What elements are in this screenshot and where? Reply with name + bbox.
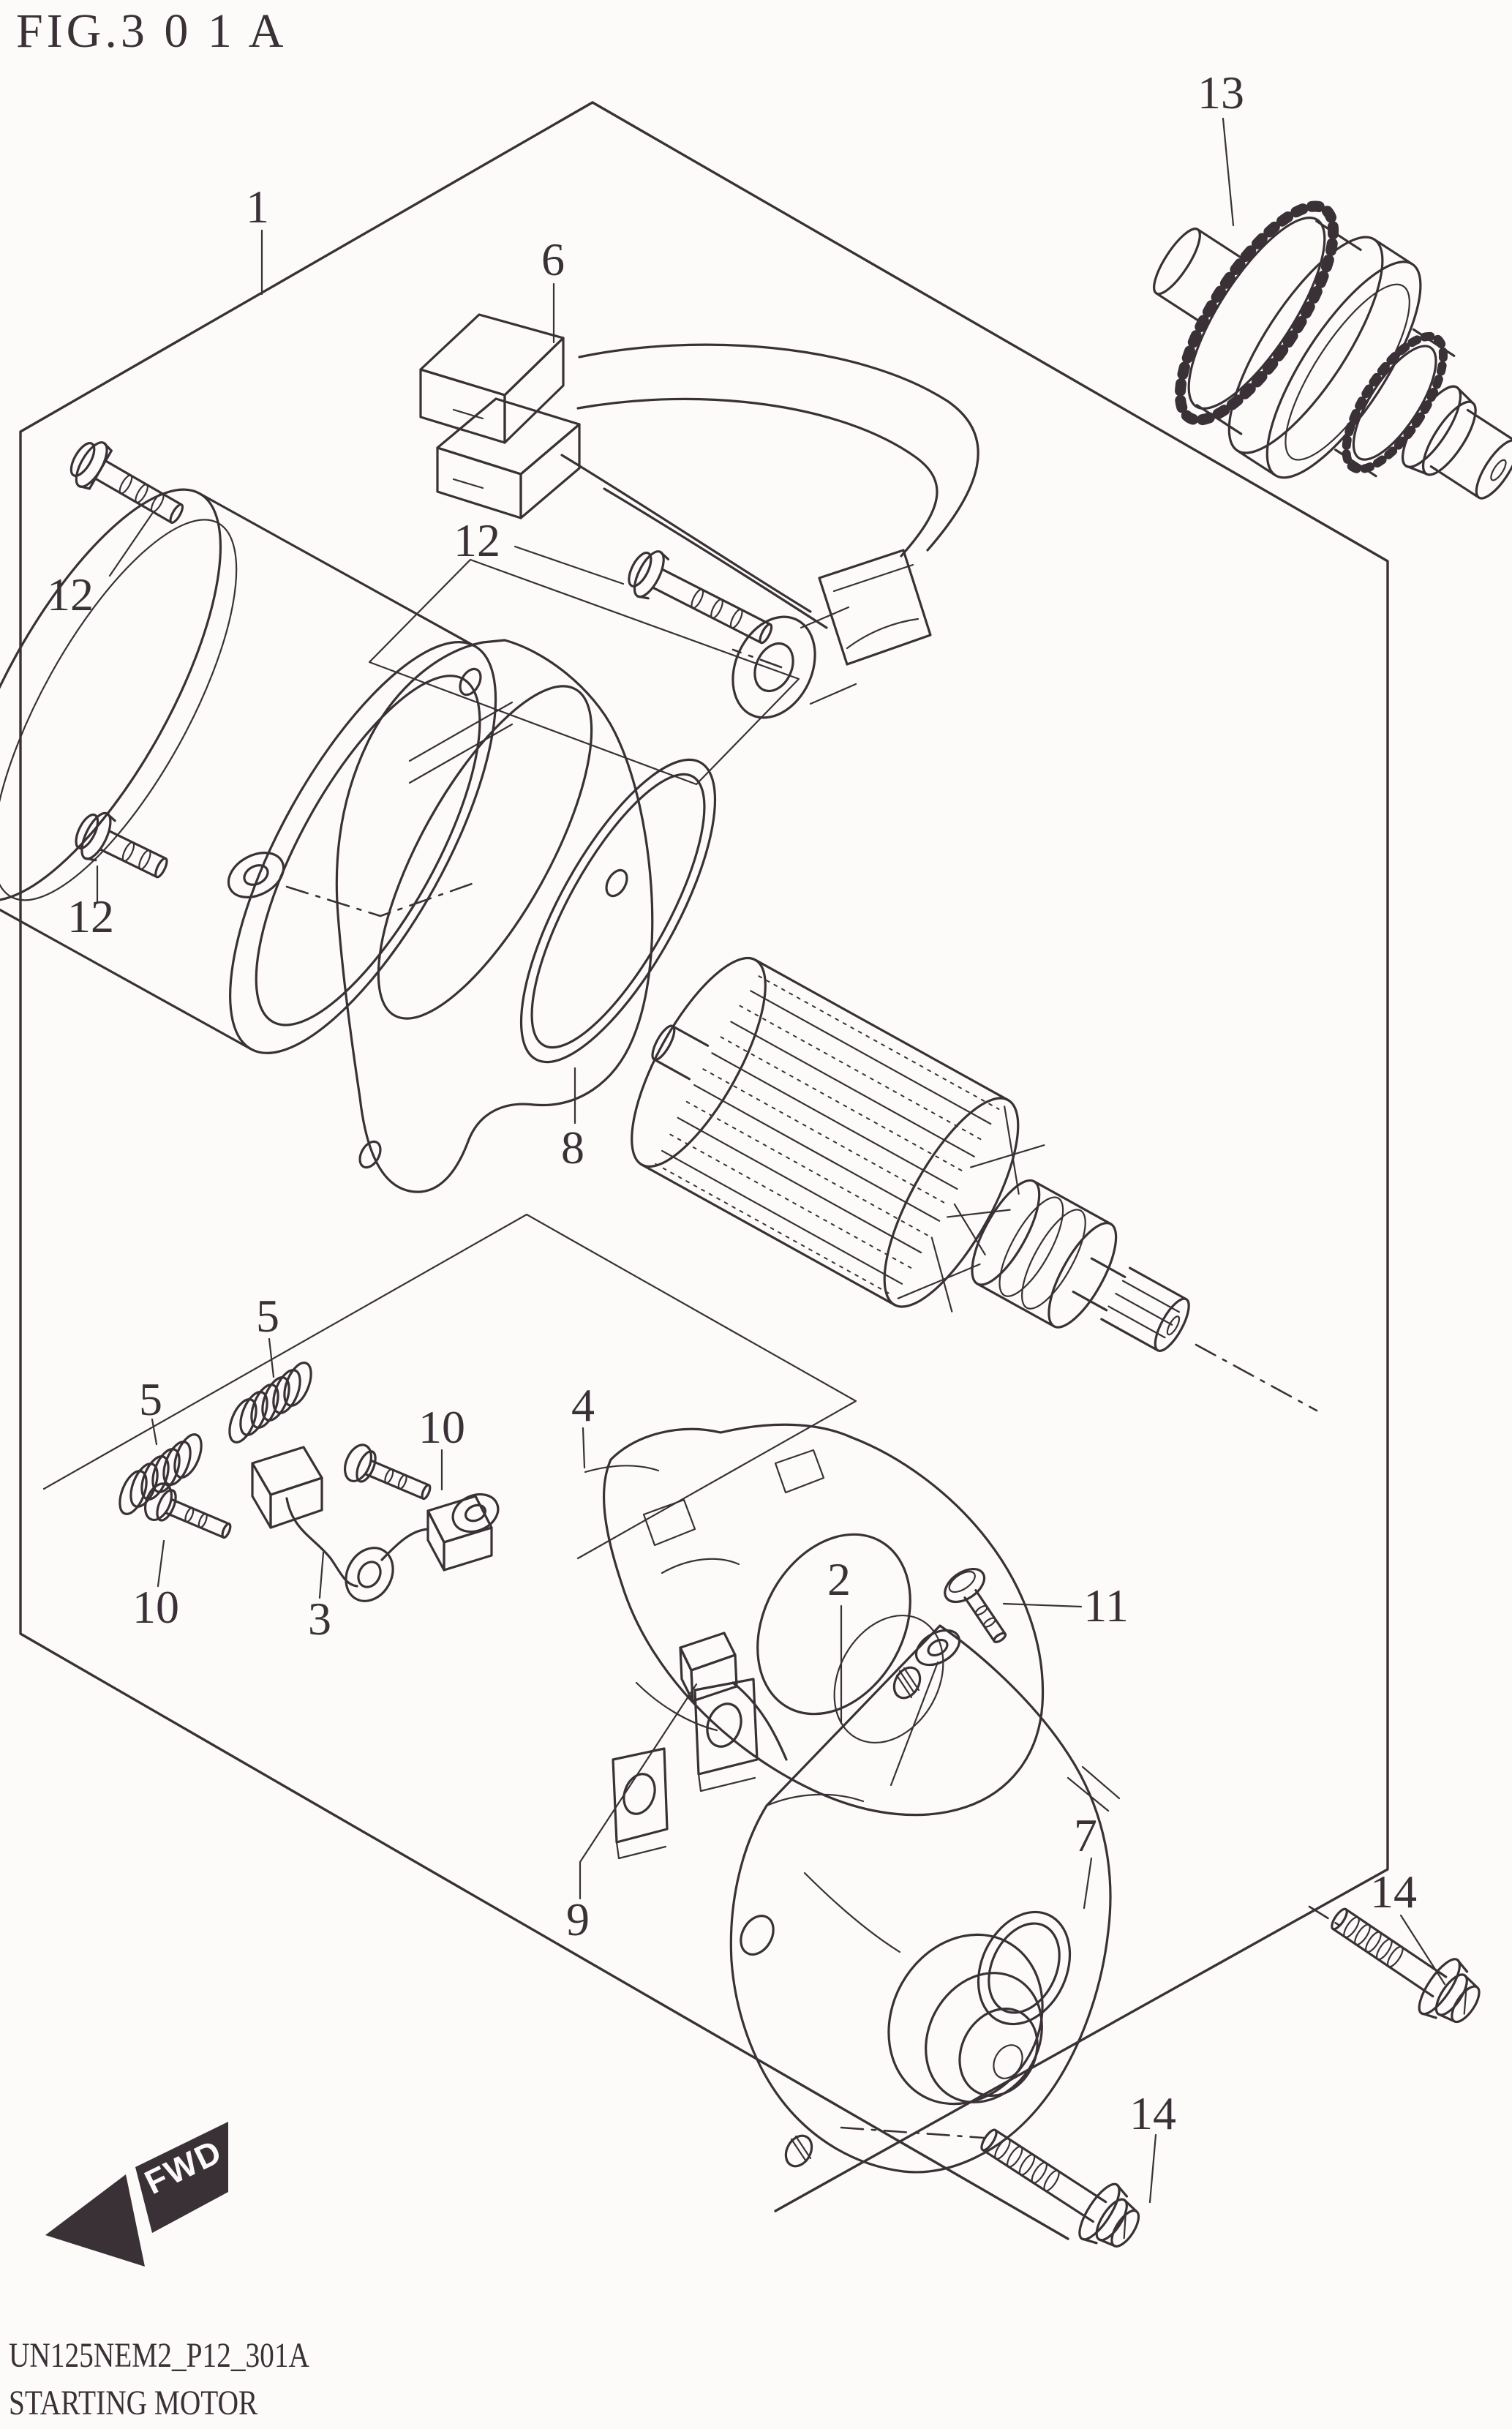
axis-line-bolt-a: [1308, 1905, 1346, 1930]
callout-label-2-13: 2: [827, 1553, 851, 1605]
callout-label-9-15: 9: [566, 1893, 590, 1945]
callout-label-14-17: 14: [1370, 1866, 1417, 1918]
mounting-bolt-bottom: [980, 2128, 1140, 2248]
callout-leader-5-8: [151, 1418, 158, 1446]
callout-leader-13-2: [1222, 117, 1235, 227]
callout-leader-3-12: [318, 1551, 325, 1599]
brush-keeper-plates: [612, 1678, 759, 1860]
callout-label-5-8: 5: [139, 1373, 162, 1425]
o-ring-large: [519, 758, 717, 1064]
cover-screw-washer: [914, 1629, 961, 1667]
terminal-bolt-middle: [628, 550, 773, 645]
brush-spring-upper: [228, 1362, 312, 1443]
callout-leader-12-4: [514, 545, 625, 585]
callout-leader-11-14: [1002, 1602, 1083, 1608]
terminal-bolt-lower: [75, 811, 168, 879]
terminal-bolt-upper: [69, 441, 184, 524]
brush-screw-left: [143, 1482, 232, 1539]
brush-screw-right: [343, 1443, 432, 1501]
terminal-sub-box: [368, 558, 800, 786]
frame-border: [19, 101, 1389, 2240]
figure-title: FIG.3 0 1 A: [16, 4, 287, 58]
gasket-plate: [335, 639, 654, 1193]
pinion-clutch-assembly: [1153, 200, 1512, 500]
callout-label-12-3: 12: [47, 568, 94, 620]
callout-label-1-0: 1: [246, 181, 269, 233]
brush-set: [251, 1446, 493, 1602]
callout-label-7-16: 7: [1074, 1809, 1097, 1861]
screw-washer: [451, 1493, 500, 1533]
callout-label-14-18: 14: [1129, 2087, 1176, 2139]
callout-label-4-10: 4: [571, 1379, 595, 1431]
connector-block: [419, 313, 581, 519]
callout-leader-7-16: [1083, 1857, 1093, 1910]
terminal-washer: [227, 852, 285, 898]
axis-line-armature: [1195, 1343, 1318, 1412]
callout-leader-9-15: [579, 1683, 698, 1900]
callout-leader-14-17: [1399, 1914, 1446, 1986]
cover-screw: [944, 1567, 1007, 1643]
callout-label-13-2: 13: [1197, 67, 1244, 119]
figure-caption: STARTING MOTOR: [9, 2384, 258, 2422]
callout-leader-5-7: [268, 1337, 275, 1378]
callout-label-3-12: 3: [308, 1593, 331, 1645]
callout-label-11-14: 11: [1083, 1580, 1129, 1632]
o-ring-small: [977, 1910, 1072, 2026]
mounting-bolt-right: [1331, 1907, 1481, 2024]
callout-label-5-7: 5: [256, 1290, 279, 1342]
drawing-code: UN125NEM2_P12_301A: [9, 2336, 309, 2374]
callout-leader-4-10: [582, 1427, 586, 1469]
axis-line-terminal: [731, 648, 783, 669]
axis-line-cover: [840, 2126, 985, 2139]
callout-label-6-1: 6: [541, 233, 565, 285]
callout-label-10-9: 10: [418, 1401, 465, 1453]
callout-label-8-6: 8: [561, 1122, 584, 1174]
callout-leader-10-11: [157, 1539, 165, 1588]
screw-guide-line: [889, 1661, 939, 1787]
callout-label-12-5: 12: [67, 890, 114, 942]
callout-layer: 1 6 13 12 12 12 8 5 5 10 4 10 3 2 11 9 7 14 14: [47, 67, 1446, 2204]
callout-leader-14-18: [1148, 2133, 1157, 2204]
lead-wire: [560, 343, 979, 719]
callout-label-12-4: 12: [454, 514, 500, 566]
armature: [631, 956, 1190, 1352]
callout-label-10-11: 10: [132, 1581, 179, 1633]
fwd-arrow: FWD: [45, 2122, 228, 2267]
brush-spring-lower: [119, 1433, 203, 1515]
axis-line-washer: [285, 882, 473, 917]
callout-leader-12-3: [108, 512, 154, 577]
brush-sub-box: [42, 1213, 857, 1560]
end-cover: [729, 1624, 1121, 2174]
